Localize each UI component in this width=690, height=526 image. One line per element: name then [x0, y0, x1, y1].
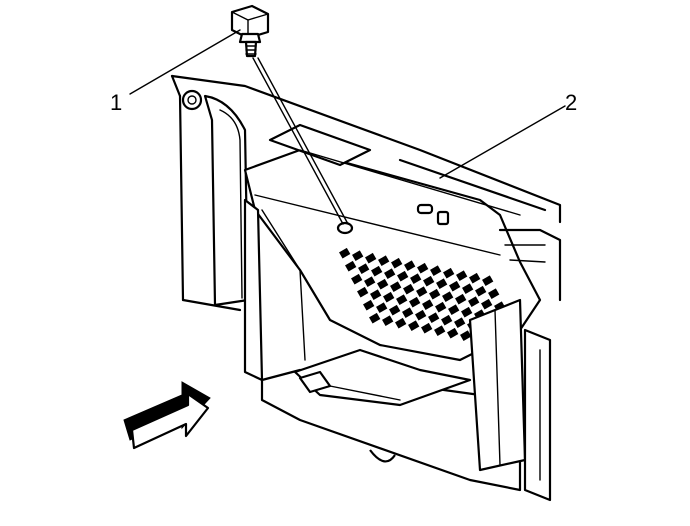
view-direction-arrow-icon — [123, 381, 211, 450]
vent-hole — [468, 296, 480, 307]
vent-hole — [376, 302, 388, 313]
bolt-hole — [336, 221, 354, 235]
vent-hole — [357, 286, 369, 298]
instrument-panel-outline — [170, 74, 562, 312]
vent-hole — [448, 304, 460, 315]
vent-hole — [415, 309, 427, 321]
vent-hole — [421, 322, 433, 334]
vent-hole — [358, 263, 370, 274]
vent-hole — [428, 312, 440, 323]
vent-hole — [395, 317, 407, 329]
vent-hole — [364, 276, 376, 287]
callout-1-label: 1 — [110, 90, 122, 115]
vent-hole — [456, 270, 468, 281]
vent-hole — [422, 299, 434, 310]
vent-hole — [442, 291, 454, 302]
vent-hole — [455, 293, 467, 305]
vent-hole — [377, 278, 389, 290]
vent-hole — [430, 265, 442, 276]
vent-hole — [403, 283, 415, 295]
locating-tab — [436, 210, 450, 226]
vent-hole — [436, 278, 448, 289]
vent-hole — [351, 273, 363, 285]
vent-hole — [449, 280, 461, 292]
vent-hole — [423, 275, 435, 287]
vent-hole — [488, 288, 500, 299]
vent-hole — [475, 285, 487, 297]
left-support-bracket — [181, 89, 250, 307]
vent-hole — [371, 265, 383, 277]
vent-hole — [378, 255, 390, 266]
vent-hole — [369, 312, 381, 324]
vent-hole — [447, 327, 459, 339]
vent-hole — [429, 288, 441, 300]
vent-hole — [384, 268, 396, 279]
vent-hole — [408, 320, 420, 331]
vent-hole — [469, 272, 481, 284]
vent-hole — [382, 315, 394, 326]
vent-hole — [363, 299, 375, 311]
vent-hole — [417, 262, 429, 274]
vent-hole — [345, 260, 357, 272]
vent-hole — [461, 306, 473, 318]
callout-2-label: 2 — [565, 90, 577, 115]
vent-hole — [434, 325, 446, 336]
vent-hole — [482, 275, 494, 286]
vent-hole — [462, 283, 474, 294]
vent-hole — [383, 291, 395, 303]
vent-hole — [352, 250, 364, 261]
install-path-line — [252, 57, 344, 225]
vent-hole — [404, 260, 416, 271]
vent-hole — [454, 317, 466, 328]
lower-housing — [243, 198, 522, 492]
vent-hole — [391, 257, 403, 269]
vent-hole — [370, 289, 382, 300]
vent-hole — [365, 252, 377, 264]
vent-hole — [409, 296, 421, 308]
vent-hole — [402, 307, 414, 318]
vent-hole — [481, 298, 493, 310]
vent-hole — [443, 267, 455, 279]
vent-hole — [416, 286, 428, 297]
callout-2-leader — [439, 105, 566, 179]
vent-hole — [460, 330, 472, 341]
vent-grille — [339, 247, 512, 349]
drain-nub — [369, 449, 396, 463]
vent-hole — [397, 270, 409, 282]
mounting-stud — [181, 89, 203, 111]
right-side-frame — [468, 228, 562, 502]
vent-hole — [389, 304, 401, 316]
locating-tab — [416, 203, 434, 215]
vent-hole — [410, 273, 422, 284]
housing-floor — [293, 348, 472, 407]
vent-hole — [390, 281, 402, 292]
fastener-bolt — [230, 4, 270, 58]
callout-1-leader — [129, 29, 241, 95]
vent-hole — [435, 301, 447, 313]
vent-hole — [396, 294, 408, 305]
vent-hole — [441, 314, 453, 326]
vent-hole — [339, 247, 351, 259]
